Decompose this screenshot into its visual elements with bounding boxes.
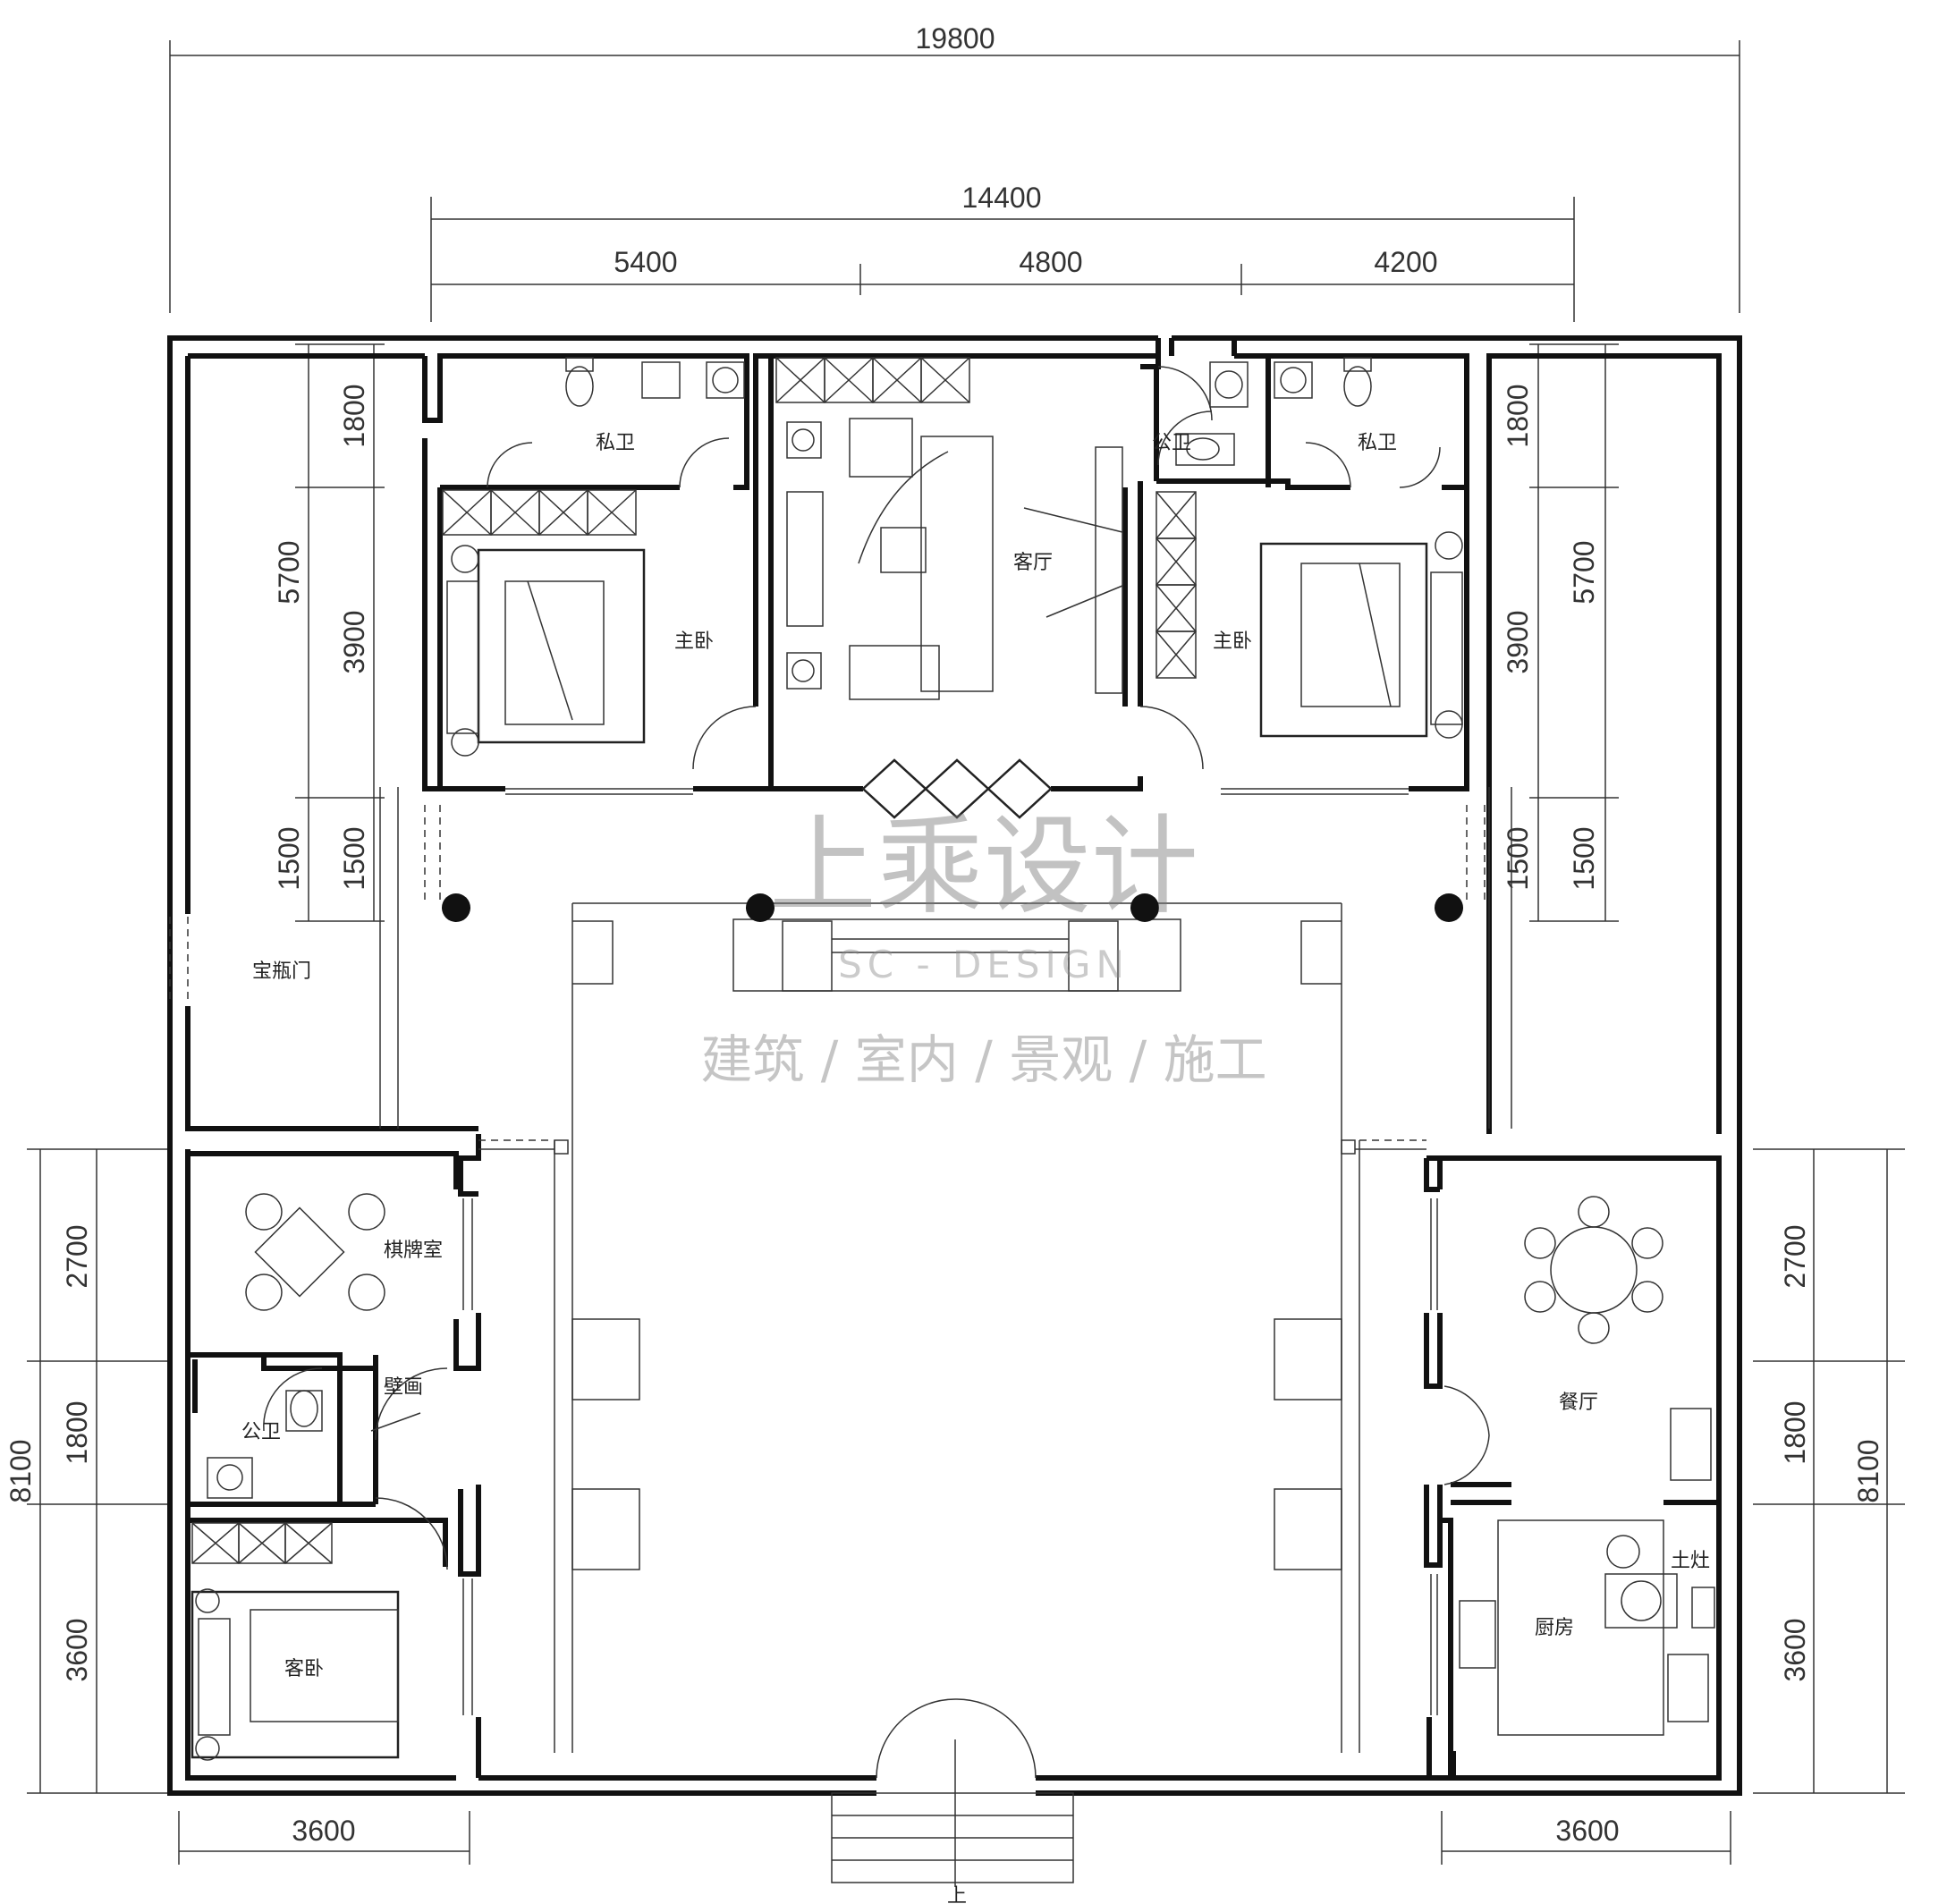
dim-left-bedroom: 3900 (338, 610, 370, 673)
watermark-brand: 上乘设计 (769, 805, 1198, 929)
dimension-lines (27, 40, 1905, 1865)
bed-guest (190, 1588, 400, 1761)
label-private-bath-right: 私卫 (1358, 432, 1397, 454)
label-chess-room: 棋牌室 (384, 1240, 443, 1262)
dim-wing-right-a: 2700 (1779, 1224, 1811, 1288)
dim-wing-left-a: 2700 (61, 1224, 93, 1288)
label-dining-room: 餐厅 (1559, 1392, 1598, 1414)
wardrobe-cross (775, 357, 825, 403)
label-kitchen: 厨房 (1535, 1617, 1574, 1639)
dimension-labels: 19800 14400 5400 4800 4200 5700 1800 390… (4, 22, 1884, 1847)
dim-right-porch-outer: 1500 (1502, 826, 1534, 890)
wardrobe-cross (284, 1522, 333, 1564)
wardrobe-cross (191, 1522, 240, 1564)
wardrobe-cross (538, 489, 588, 536)
column (1435, 893, 1463, 922)
dim-left-porch-inner: 1500 (338, 826, 370, 890)
wardrobe-unit (284, 1522, 333, 1564)
columns (442, 893, 1463, 922)
thin-lines (169, 787, 1512, 1887)
wardrobes (191, 357, 1197, 1564)
toilet-fixtures (207, 357, 1372, 1499)
sofa-set (786, 418, 1123, 700)
label-guest-bed: 客卧 (284, 1658, 324, 1680)
wardrobe-cross (1156, 584, 1197, 632)
dim-right-total: 5700 (1568, 540, 1600, 604)
furniture (190, 357, 1715, 1761)
dim-seg-mid: 4800 (1019, 246, 1082, 278)
wardrobe-cross (824, 357, 874, 403)
wardrobe-unit (587, 489, 637, 536)
doors (263, 366, 1490, 1779)
label-master-bed-left: 主卧 (674, 630, 714, 653)
dim-seg-right: 4200 (1374, 246, 1437, 278)
dim-wing-left-c: 3600 (61, 1618, 93, 1681)
dim-wing-right-c: 3600 (1779, 1618, 1811, 1681)
mural (370, 1412, 421, 1432)
wardrobe-cross (1156, 537, 1197, 586)
dim-left-toilet: 1800 (338, 384, 370, 447)
dim-wing-right-b: 1800 (1779, 1400, 1811, 1464)
label-living-room: 客厅 (1013, 552, 1053, 574)
bed-right (1259, 531, 1463, 739)
watermark-services: 建筑 / 室内 / 景观 / 施工 (700, 1029, 1266, 1090)
wardrobe-cross (1156, 630, 1197, 679)
wardrobe-unit (1156, 630, 1197, 679)
kitchen-fixtures (1459, 1519, 1715, 1736)
label-public-bath-bottom: 公卫 (241, 1421, 281, 1443)
dim-overall-width: 19800 (916, 22, 995, 55)
dim-bottom-left: 3600 (292, 1815, 355, 1847)
wardrobe-cross (587, 489, 637, 536)
label-earth-stove: 土灶 (1671, 1550, 1710, 1572)
dim-seg-left: 5400 (614, 246, 677, 278)
wardrobe-cross (920, 357, 970, 403)
column (746, 893, 775, 922)
wardrobe-cross (1156, 491, 1197, 539)
dim-wing-left-b: 1800 (61, 1400, 93, 1464)
dim-wing-left-total: 8100 (4, 1439, 37, 1502)
watermark: 上乘设计 SC - DESIGN 建筑 / 室内 / 景观 / 施工 (700, 805, 1266, 1090)
label-public-bath-top: 公卫 (1152, 432, 1191, 454)
dim-bottom-right: 3600 (1555, 1815, 1619, 1847)
wardrobe-cross (490, 489, 540, 536)
dim-left-total: 5700 (273, 540, 305, 604)
label-vase-gate: 宝瓶门 (252, 960, 311, 983)
wardrobe-cross (238, 1522, 286, 1564)
bed-left (446, 545, 646, 757)
watermark-brand-en: SC - DESIGN (838, 943, 1130, 986)
column (442, 893, 470, 922)
dim-right-porch-inner: 1500 (1568, 826, 1600, 890)
label-private-bath-left: 私卫 (596, 432, 635, 454)
dim-right-bedroom: 3900 (1502, 610, 1534, 673)
dim-right-toilet: 1800 (1502, 384, 1534, 447)
mahjong-table (245, 1193, 385, 1311)
dining-table (1524, 1196, 1712, 1481)
outer-walls (167, 335, 1742, 1796)
dim-left-porch-outer: 1500 (273, 826, 305, 890)
label-mural: 壁画 (384, 1376, 423, 1399)
wardrobe-cross (872, 357, 922, 403)
dim-core-width: 14400 (962, 182, 1042, 214)
wardrobe-cross (442, 489, 492, 536)
column (1130, 893, 1159, 922)
dim-wing-right-total: 8100 (1852, 1439, 1884, 1502)
room-labels: 私卫 主卧 客厅 公卫 私卫 主卧 宝瓶门 棋牌室 公卫 壁画 客卧 餐厅 土灶… (241, 432, 1710, 1904)
wardrobe-unit (920, 357, 970, 403)
label-master-bed-right: 主卧 (1213, 630, 1252, 653)
label-entrance-up: 上 (947, 1885, 967, 1904)
